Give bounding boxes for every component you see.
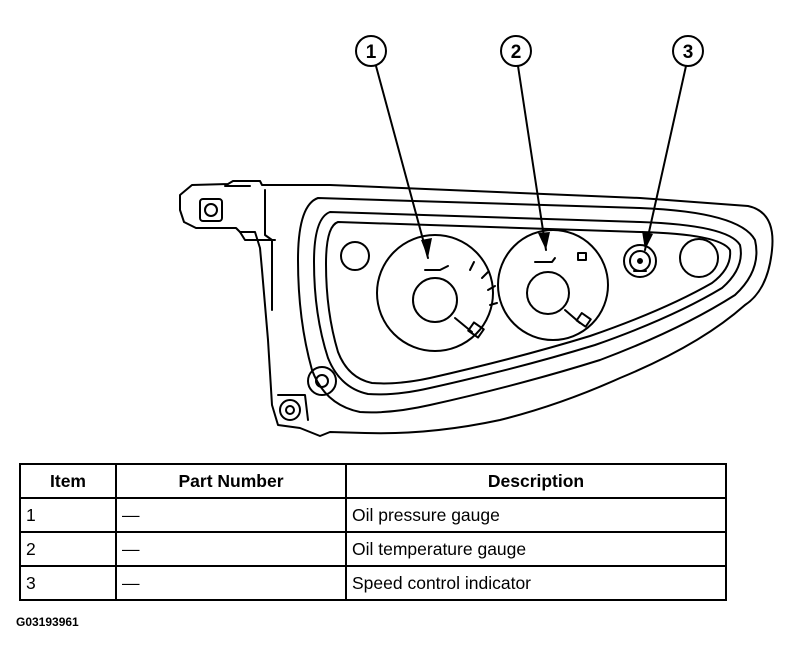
bezel-inner <box>313 211 742 396</box>
callout-2: 2 <box>500 35 532 67</box>
header-part-number: Part Number <box>115 463 347 499</box>
table-header-row: Item Part Number Description <box>19 463 727 499</box>
bezel-outer <box>297 197 758 414</box>
figure-id: G03193961 <box>16 615 79 629</box>
cell-item: 2 <box>19 531 117 567</box>
table-row: 3 — Speed control indicator <box>19 565 727 601</box>
callout-1: 1 <box>355 35 387 67</box>
cell-description: Speed control indicator <box>345 565 727 601</box>
gauge-cluster-illustration: 1 2 3 <box>179 35 774 437</box>
cell-description: Oil pressure gauge <box>345 497 727 533</box>
speed-control-indicator <box>623 244 657 278</box>
cell-item: 1 <box>19 497 117 533</box>
oil-temperature-gauge <box>497 229 609 341</box>
cell-part-number: — <box>115 565 347 601</box>
header-description: Description <box>345 463 727 499</box>
cell-part-number: — <box>115 497 347 533</box>
table-row: 1 — Oil pressure gauge <box>19 497 727 533</box>
housing-outline <box>179 180 774 437</box>
cell-item: 3 <box>19 565 117 601</box>
leader-line-3 <box>644 65 687 251</box>
svg-text:2: 2 <box>511 42 522 63</box>
leader-line-2 <box>517 65 547 251</box>
svg-text:1: 1 <box>366 42 377 63</box>
leader-line-1 <box>375 65 429 259</box>
callout-3: 3 <box>672 35 704 67</box>
svg-text:3: 3 <box>683 42 694 63</box>
parts-table: Item Part Number Description 1 — Oil pre… <box>19 463 727 601</box>
cell-description: Oil temperature gauge <box>345 531 727 567</box>
cell-part-number: — <box>115 531 347 567</box>
oil-pressure-gauge <box>376 234 494 352</box>
table-row: 2 — Oil temperature gauge <box>19 531 727 567</box>
header-item: Item <box>19 463 117 499</box>
